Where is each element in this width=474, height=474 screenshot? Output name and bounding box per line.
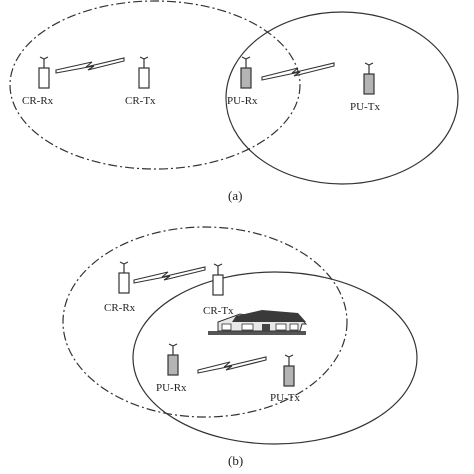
house-icon bbox=[208, 310, 308, 335]
cr-tx-device-b bbox=[212, 263, 224, 296]
cr-coverage-ellipse-a bbox=[9, 0, 301, 170]
pu-coverage-ellipse-b bbox=[132, 271, 418, 445]
cr-rx-label-a: CR-Rx bbox=[22, 95, 54, 107]
cr-tx-device-a bbox=[138, 56, 150, 89]
panel-a: CR-Rx CR-Tx PU-Rx PU-Tx (a) bbox=[9, 0, 459, 203]
pu-tx-label-a: PU-Tx bbox=[350, 101, 380, 113]
pu-tx-label-b: PU-Tx bbox=[270, 392, 300, 404]
cr-link-bolt-b bbox=[133, 266, 206, 284]
pu-rx-device-a bbox=[240, 56, 252, 89]
pu-rx-label-b: PU-Rx bbox=[156, 382, 187, 394]
pu-link-bolt-b bbox=[197, 356, 267, 374]
cr-tx-label-a: CR-Tx bbox=[125, 95, 156, 107]
pu-link-bolt-a bbox=[261, 62, 335, 81]
cr-tx-label-b: CR-Tx bbox=[203, 305, 234, 317]
cr-link-bolt-a bbox=[55, 57, 125, 74]
pu-tx-device-a bbox=[363, 62, 375, 95]
cr-rx-label-b: CR-Rx bbox=[104, 302, 136, 314]
cr-rx-device-b bbox=[118, 261, 130, 294]
caption-a: (a) bbox=[228, 188, 242, 203]
panel-b: CR-Rx CR-Tx PU-Rx PU-Tx (b) bbox=[62, 226, 418, 468]
pu-coverage-ellipse-a bbox=[225, 11, 459, 185]
pu-tx-device-b bbox=[283, 354, 295, 387]
cr-rx-device-a bbox=[38, 56, 50, 89]
pu-rx-label-a: PU-Rx bbox=[227, 95, 258, 107]
cr-coverage-ellipse-b bbox=[62, 226, 348, 418]
pu-rx-device-b bbox=[167, 343, 179, 376]
caption-b: (b) bbox=[228, 453, 243, 468]
